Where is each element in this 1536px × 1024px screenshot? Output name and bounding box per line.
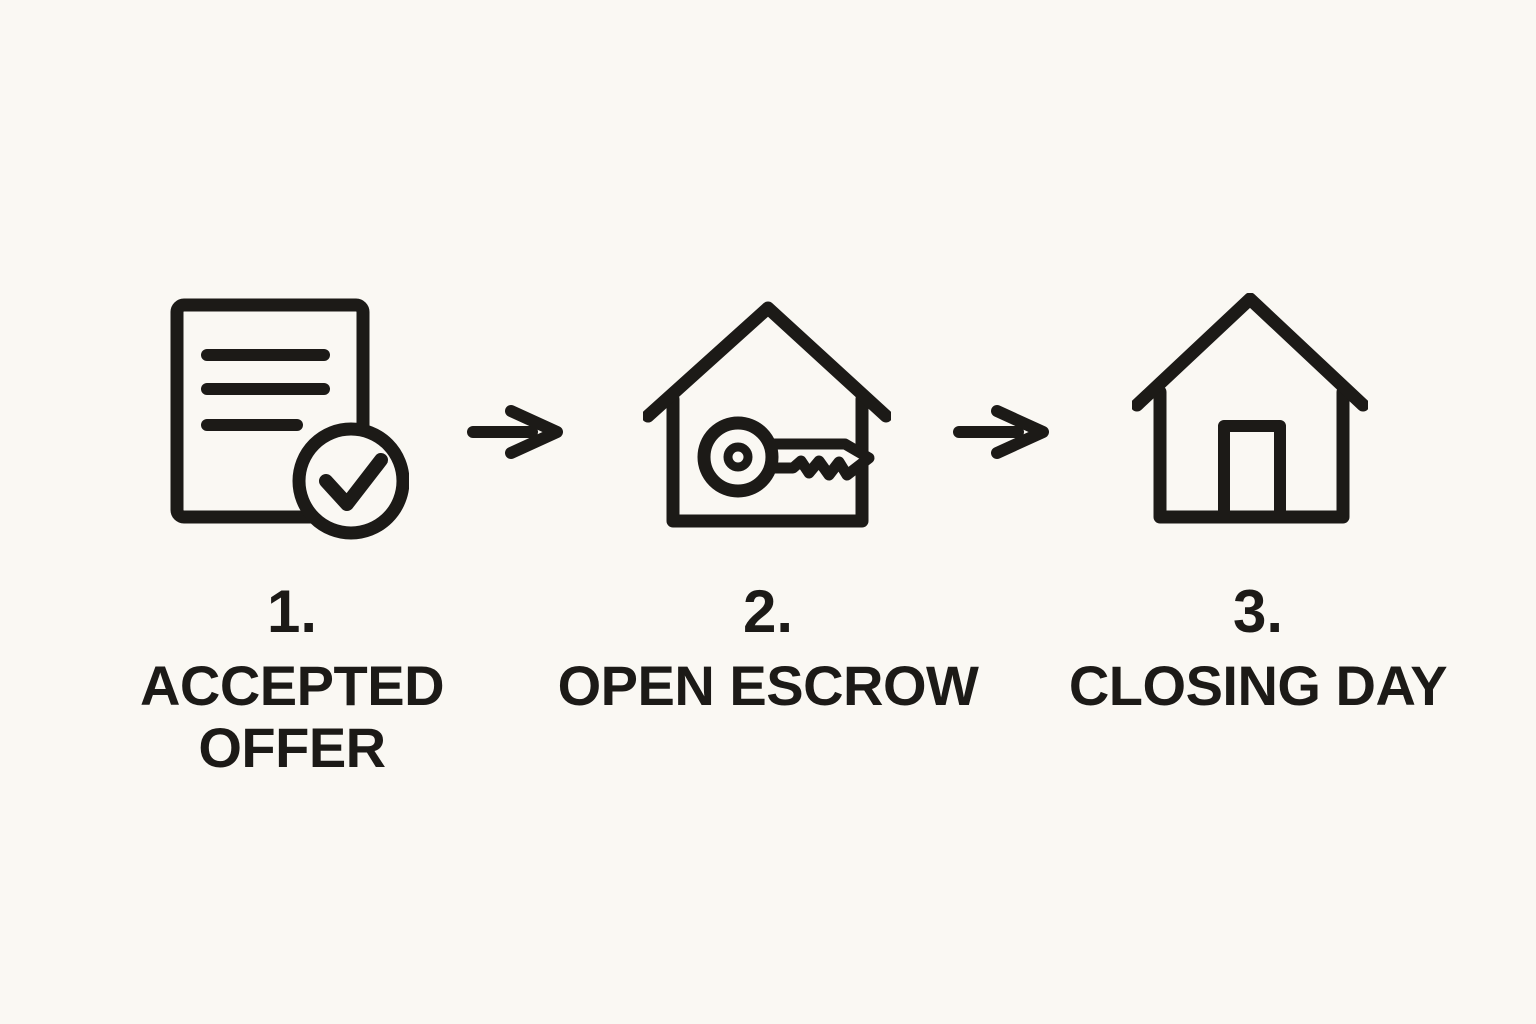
step-2-label: OPEN ESCROW [557,654,979,718]
step-3-label: CLOSING DAY [1068,654,1448,718]
step-3-number: 3. [1232,578,1284,645]
right-arrow-icon [952,404,1052,460]
step-1-label: ACCEPTED OFFER [139,654,445,779]
step-1-caption: 1. ACCEPTED OFFER [92,578,492,778]
step-3-caption: 3. CLOSING DAY [1038,578,1478,717]
step-2-caption: 2. OPEN ESCROW [548,578,988,717]
step-1-number: 1. [266,578,318,645]
house-key-icon [643,300,891,532]
house-icon [1132,293,1368,527]
step-2-number: 2. [742,578,794,645]
right-arrow-icon [466,404,566,460]
document-check-icon [169,295,409,545]
